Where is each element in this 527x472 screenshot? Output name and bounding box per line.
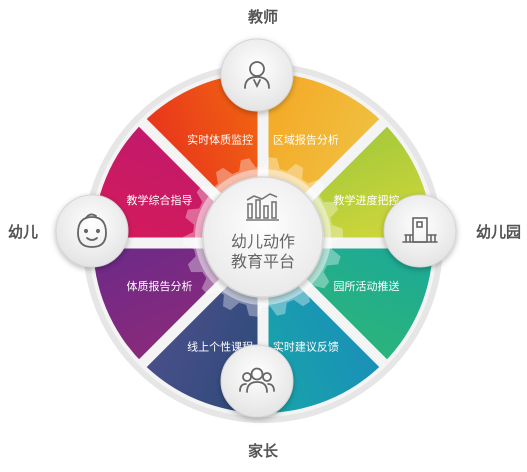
segment-label-6: 体质报告分析 — [127, 279, 193, 293]
segment-label-1: 区域报告分析 — [273, 133, 339, 147]
segment-label-4: 实时建议反馈 — [273, 339, 339, 353]
teacher-node[interactable] — [220, 38, 294, 112]
kindergarten-node[interactable] — [383, 194, 457, 268]
role-label-child: 幼儿 — [8, 223, 39, 241]
teacher-icon — [244, 61, 270, 89]
center-disc — [202, 176, 324, 298]
segment-label-7: 教学综合指导 — [127, 193, 193, 207]
center-title-line2: 教育平台 — [231, 252, 295, 271]
role-label-teacher: 教师 — [247, 8, 279, 26]
parents-icon — [239, 367, 275, 393]
center-title-line1: 幼儿动作 — [231, 232, 295, 251]
segment-label-8: 实时体质监控 — [187, 133, 253, 147]
bar-chart-icon — [246, 193, 279, 221]
child-face-icon — [77, 213, 107, 248]
segment-label-3: 园所活动推送 — [333, 279, 399, 293]
role-label-kindergarten: 幼儿园 — [476, 223, 522, 241]
parents-node[interactable] — [220, 344, 294, 418]
role-label-parents: 家长 — [247, 442, 279, 460]
segment-label-5: 线上个性课程 — [187, 339, 253, 353]
segment-label-2: 教学进度把控 — [333, 193, 399, 207]
child-node[interactable] — [55, 194, 129, 268]
kindergarten-building-icon — [402, 217, 438, 243]
